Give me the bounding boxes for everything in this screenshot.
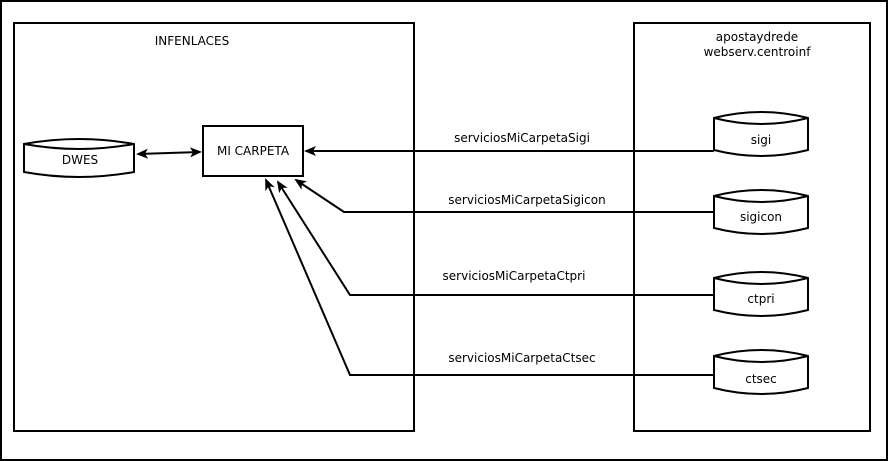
sigi-connector-label: serviciosMiCarpetaSigi (454, 131, 590, 145)
mi-carpeta-label: MI CARPETA (217, 144, 290, 158)
ctpri-label: ctpri (747, 292, 774, 306)
ctsec-label: ctsec (745, 372, 777, 386)
ctpri-connector (276, 180, 714, 296)
dwes-micarpeta-connector (136, 147, 202, 159)
dwes-database: DWES (23, 138, 135, 178)
dwes-label: DWES (62, 153, 98, 167)
ctsec-database: ctsec (713, 349, 809, 395)
ctpri-connector-label: serviciosMiCarpetaCtpri (443, 269, 586, 283)
ctpri-database: ctpri (713, 271, 809, 317)
webserv-title-line2: webserv.centroinf (704, 45, 812, 59)
ctsec-connector-label: serviciosMiCarpetaCtsec (448, 351, 595, 365)
webserv-title-line1: apostaydrede (716, 30, 798, 44)
infenlaces-title: INFENLACES (155, 34, 230, 48)
sigicon-label: sigicon (740, 210, 782, 224)
infenlaces-container (13, 22, 415, 432)
sigicon-connector-label: serviciosMiCarpetaSigicon (448, 193, 605, 207)
webserv-container (633, 22, 871, 432)
sigi-database: sigi (713, 111, 809, 157)
sigicon-connector (294, 178, 714, 213)
mi-carpeta-box: MI CARPETA (202, 125, 304, 177)
ctsec-connector (265, 178, 714, 376)
sigi-label: sigi (751, 133, 772, 147)
sigicon-database: sigicon (713, 189, 809, 235)
